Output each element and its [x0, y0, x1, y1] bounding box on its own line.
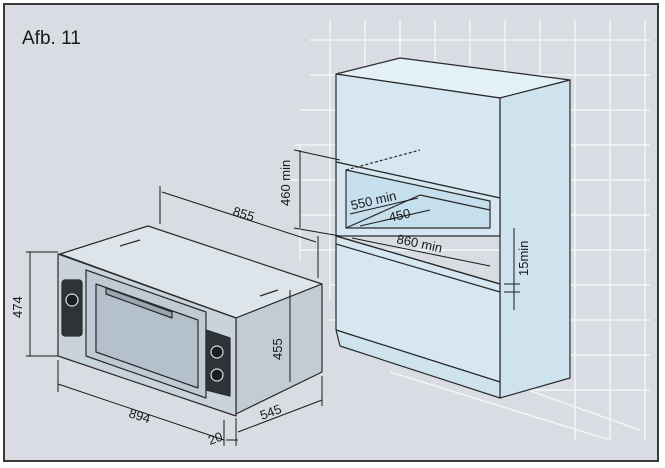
dim-label-niche-bottom-gap: 15min — [516, 241, 531, 276]
oven-unit — [57, 225, 323, 417]
kitchen-cabinet — [335, 57, 571, 399]
dim-label-oven-depth-side: 545 — [258, 401, 284, 423]
dim-label-oven-width: 894 — [127, 406, 152, 427]
dim-label-oven-front-offset: 20 — [206, 429, 225, 448]
figure-label: Afb. 11 — [22, 28, 81, 49]
dim-label-oven-height: 474 — [10, 296, 25, 318]
dim-label-niche-inner-depth: 450 — [387, 205, 412, 224]
oven-dimension-lines — [26, 186, 323, 446]
niche-dimension-lines — [293, 149, 520, 310]
dim-label-oven-body-height: 455 — [270, 338, 285, 360]
dim-label-niche-height: 460 min — [278, 160, 293, 206]
dim-label-oven-depth-top: 855 — [231, 204, 256, 225]
oven-knobs — [65, 293, 224, 382]
